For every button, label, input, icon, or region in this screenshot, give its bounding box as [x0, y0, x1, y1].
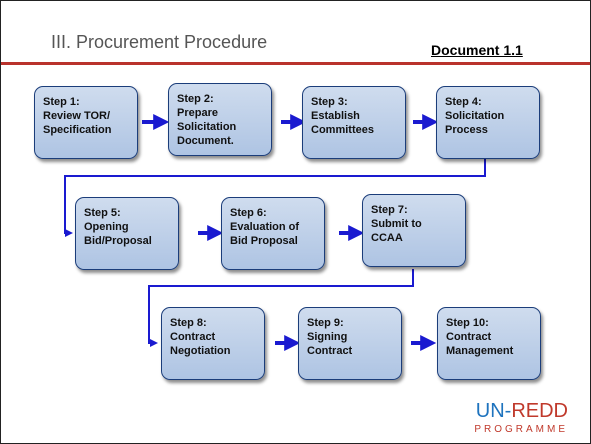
step-5-box: Step 5: Opening Bid/Proposal: [75, 197, 179, 270]
document-reference: Document 1.1: [431, 42, 523, 58]
step-2-box: Step 2: Prepare Solicitation Document.: [168, 83, 272, 156]
step-4-box: Step 4: Solicitation Process: [436, 86, 540, 159]
logo-programme-text: PROGRAMME: [474, 424, 568, 435]
slide-title: III. Procurement Procedure: [51, 32, 268, 52]
step-8-box: Step 8: Contract Negotiation: [161, 307, 265, 380]
step-6-box: Step 6: Evaluation of Bid Proposal: [221, 197, 325, 270]
title-divider: [1, 62, 590, 65]
step-7-box: Step 7: Submit to CCAA: [362, 194, 466, 267]
step-3-box: Step 3: Establish Committees: [302, 86, 406, 159]
step-10-box: Step 10: Contract Management: [437, 307, 541, 380]
logo-un-text: UN-: [475, 400, 512, 422]
logo-redd-text: REDD: [511, 400, 568, 422]
step-1-box: Step 1: Review TOR/ Specification: [34, 86, 138, 159]
step-9-box: Step 9: Signing Contract: [298, 307, 402, 380]
un-redd-logo: UN-REDD PROGRAMME: [474, 400, 568, 435]
